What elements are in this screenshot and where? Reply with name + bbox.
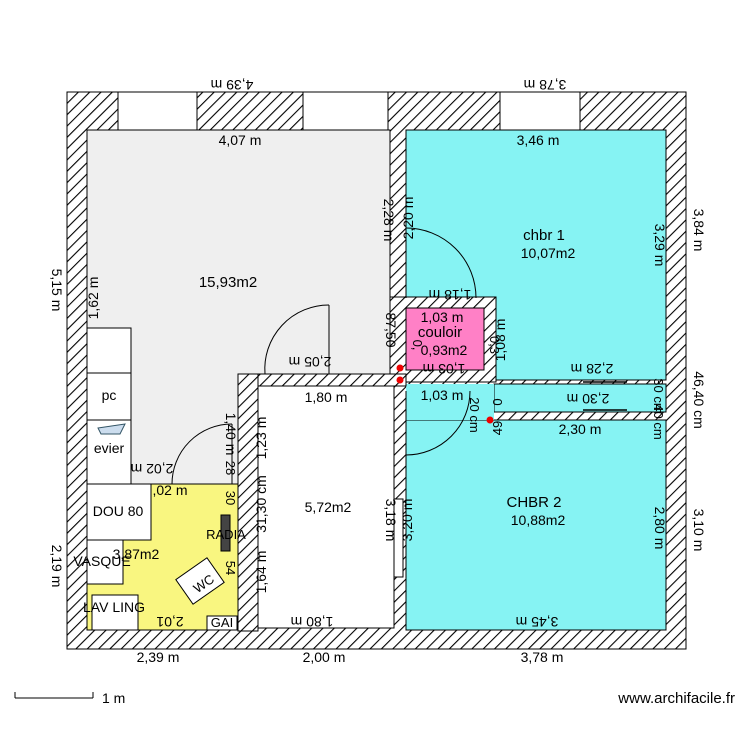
dim-v-28: 28 <box>223 461 238 475</box>
dim-sdb-top: 2,02 m <box>131 461 174 477</box>
dim-wall-20: 20 cm <box>467 397 482 432</box>
dim-small-49: 49 <box>490 421 505 435</box>
scale-label: 1 m <box>102 690 125 706</box>
marker-red <box>486 416 494 424</box>
door-chbr2-arc <box>405 390 471 456</box>
dim-v-30: 30 <box>223 491 238 505</box>
dim-couloir-h: 1,08 m <box>492 319 508 362</box>
window-top-mid <box>302 91 389 131</box>
dim-couloir-w3: 1,03 m <box>421 387 464 403</box>
lav-ling-unit <box>91 594 139 631</box>
room-center <box>257 385 395 629</box>
dim-couloir-top: 1,18 m <box>429 287 472 303</box>
dim-bottom-239: 2,39 m <box>137 649 180 665</box>
dim-v-54: 54 <box>223 561 238 575</box>
dim-chbr2-320: 3,20 m <box>399 499 415 542</box>
chbr2-area-label: 10,88m2 <box>511 512 566 528</box>
dim-right-outer-top: 3,84 m <box>691 209 707 252</box>
dim-living-width: 4,07 m <box>219 132 262 148</box>
partition-wall <box>237 373 407 387</box>
dim-couloir-w2: 1,03 m <box>423 361 466 377</box>
chbr1-area-label: 10,07m2 <box>521 245 576 261</box>
dim-chbr2-bottom: 3,45 m <box>516 614 559 630</box>
chbr1-name-label: chbr 1 <box>523 227 565 244</box>
dim-couloir-w1: 1,03 m <box>421 309 464 325</box>
dim-partition-180: 1,80 m <box>305 389 348 405</box>
vasque-label: VASQUE <box>73 553 130 569</box>
evier-label: evier <box>94 440 125 456</box>
wc-bowl <box>175 557 225 605</box>
shower-tray <box>86 483 152 541</box>
dim-chbr1-width: 3,46 m <box>517 132 560 148</box>
radia-label: RADIA <box>206 527 246 542</box>
corridor-right <box>493 383 667 413</box>
dim-couloir-wall: 2,20 m <box>400 197 416 240</box>
dim-top-left-outer: 4,39 m <box>211 77 254 93</box>
chbr2-upper-notch <box>406 384 494 420</box>
dim-wall-030: 30 cm <box>651 378 666 413</box>
door-chbr1-arc <box>405 227 477 299</box>
room-chbr2 <box>405 419 667 631</box>
dim-wall-875: 87,50 <box>383 312 399 347</box>
marker-red <box>396 376 404 384</box>
dim-v-164: 1,64 m <box>253 551 269 594</box>
living-area-label: 15,93m2 <box>199 274 257 291</box>
dim-left-outer-219: 2,19 m <box>49 545 65 588</box>
credit-link[interactable]: www.archifacile.fr <box>617 690 735 707</box>
douche-label: DOU 80 <box>93 503 144 519</box>
chbr2-name-label: CHBR 2 <box>506 494 561 511</box>
dim-bottom-378: 3,78 m <box>521 649 564 665</box>
dim-wall-228: 2,28 m <box>571 361 614 377</box>
dim-small-03: 0,3 <box>487 336 502 354</box>
dim-wall-230: 2,30 m <box>567 391 610 407</box>
dim-bottom-200: 2,00 m <box>303 649 346 665</box>
dim-living-left-inner: 1,62 m <box>85 277 101 320</box>
lav-ling-label: LAV LING <box>83 599 145 615</box>
dim-chbr1-right-inner: 3,29 m <box>652 224 668 267</box>
window-top-left <box>117 91 198 131</box>
radiator <box>220 514 231 552</box>
couloir-name-label: couloir <box>418 324 462 341</box>
dim-top-right-outer: 3,78 m <box>524 77 567 93</box>
dim-v-123: 1,23 m <box>253 417 269 460</box>
dim-wall-230b: 2,30 m <box>559 421 602 437</box>
dim-right-outer-310: 3,10 m <box>691 509 707 552</box>
dim-sdb-inner-top: ,02 m <box>152 482 187 498</box>
gai-label: GAI <box>211 615 233 630</box>
door-living-arc <box>264 304 330 375</box>
dim-left-outer: 5,15 m <box>49 269 65 312</box>
marker-red <box>396 364 404 372</box>
dim-living-right: 2,28 m <box>381 199 397 242</box>
dim-small-05: 0, <box>410 340 425 351</box>
window-top-right <box>499 91 581 131</box>
radiator-center <box>393 498 404 578</box>
center-area-label: 5,72m2 <box>305 499 352 515</box>
dim-wall-040: 40 cm <box>651 404 666 439</box>
sdb-area-label: 3,87m2 <box>113 546 160 562</box>
sink-icon <box>97 423 126 435</box>
dim-center-bottom: 1,80 m <box>291 614 334 630</box>
dim-v-3130: 31,30 cm <box>253 475 269 533</box>
dim-partition-205: 2,05 m <box>289 354 332 370</box>
vasque-unit <box>86 539 124 585</box>
door-sdb-arc <box>171 423 233 485</box>
couloir-area-label: 0,93m2 <box>421 342 468 358</box>
dim-chbr2-280: 2,80 m <box>652 507 668 550</box>
room-couloir <box>405 307 485 371</box>
dim-center-318: 3,18 m <box>383 499 399 542</box>
dim-v-140: 1,40 m <box>223 413 239 456</box>
pc-label: pc <box>102 387 117 403</box>
kitchen-counter <box>86 327 132 485</box>
dim-sdb-bottom: 2,01 <box>156 614 183 630</box>
gai-box <box>206 615 238 631</box>
scale-bar <box>14 692 94 699</box>
dim-right-4640: 46,40 cm <box>691 371 707 429</box>
dim-small-0: 0 <box>490 398 505 405</box>
